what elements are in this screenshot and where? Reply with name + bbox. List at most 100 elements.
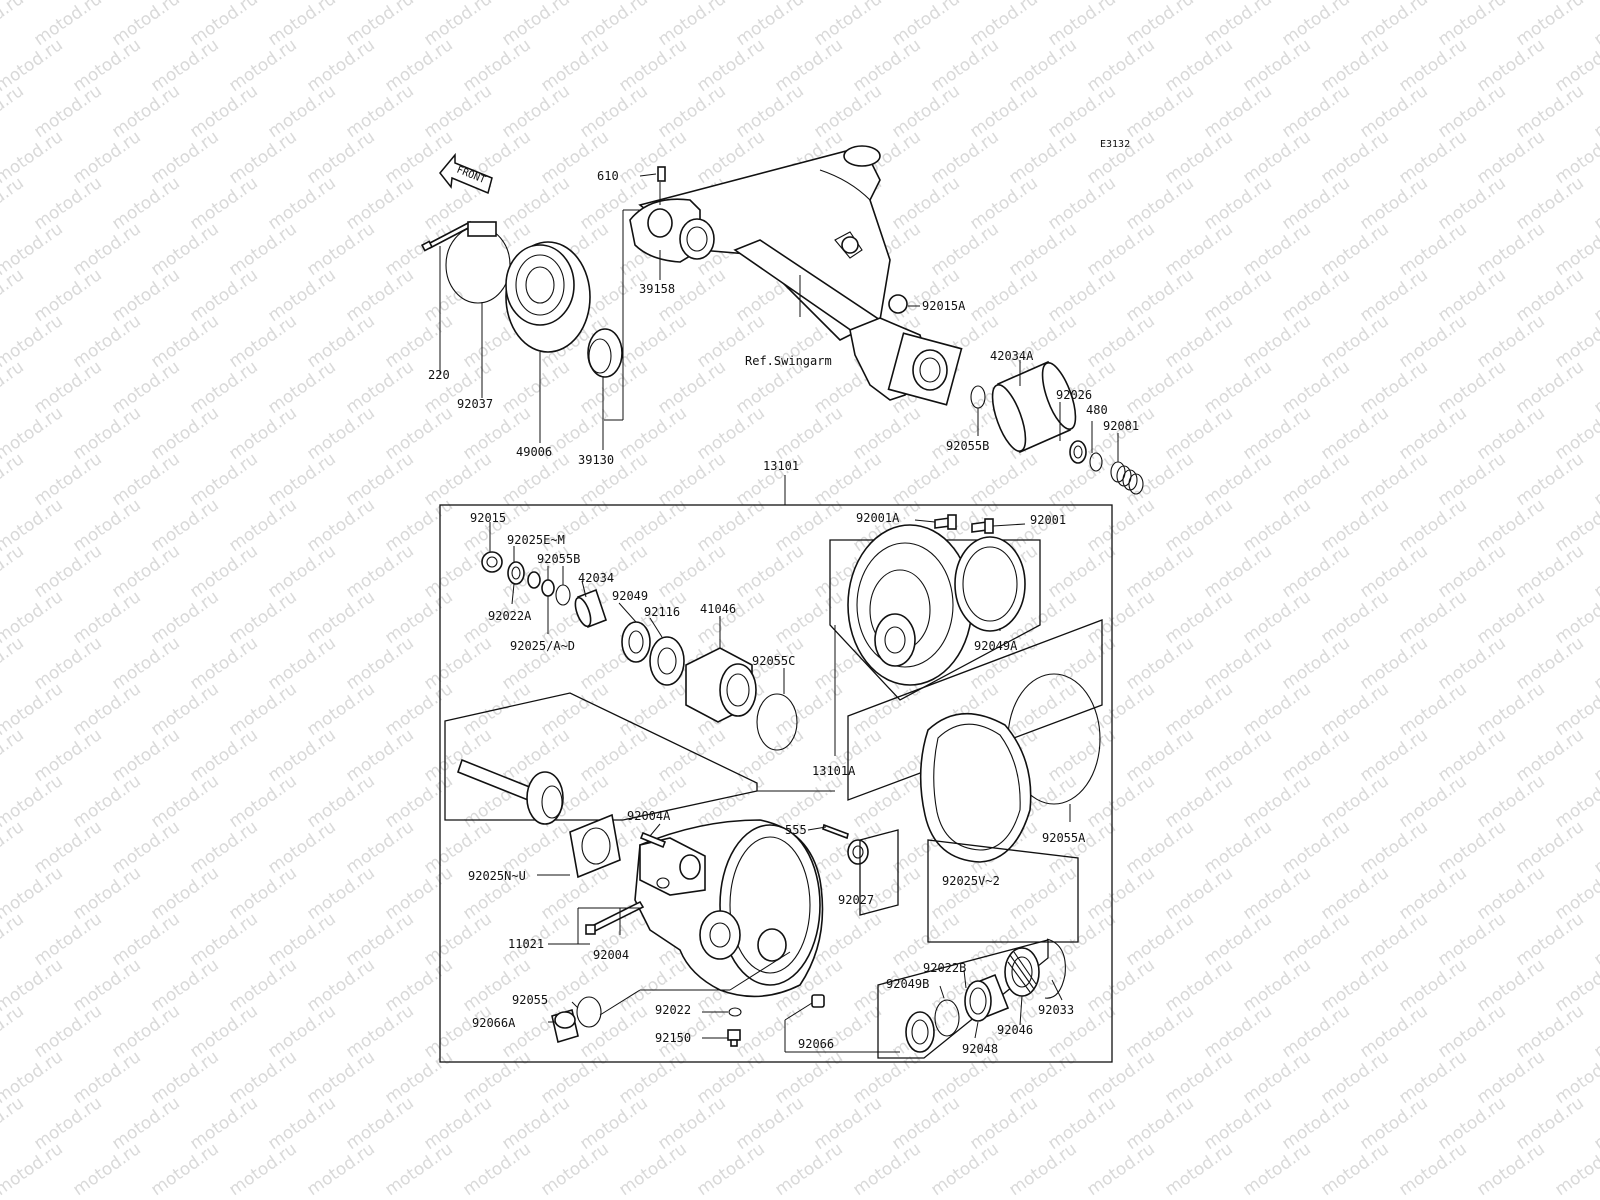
watermark-text: motod.ru [810, 1001, 885, 1062]
label-92066: 92066 [798, 1037, 834, 1051]
watermark-text: motod.ru [966, 1093, 1041, 1154]
watermark-text: motod.ru [0, 449, 28, 510]
watermark-text: motod.ru [1200, 357, 1275, 418]
watermark-text: motod.ru [537, 1139, 612, 1200]
watermark-text: motod.ru [966, 81, 1041, 142]
watermark-text: motod.ru [537, 35, 612, 96]
watermark-text: motod.ru [108, 357, 183, 418]
watermark-text: motod.ru [0, 725, 28, 786]
watermark-text: motod.ru [1005, 35, 1080, 96]
seal-92049-icon [621, 621, 651, 663]
watermark-text: motod.ru [966, 0, 1041, 50]
watermark-text: motod.ru [420, 449, 495, 510]
shim-92022B-icon [934, 999, 960, 1037]
watermark-text: motod.ru [30, 725, 105, 786]
watermark-text: motod.ru [1590, 817, 1600, 878]
watermark-text: motod.ru [693, 403, 768, 464]
watermark-text: motod.ru [381, 1139, 456, 1200]
watermark-text: motod.ru [1161, 679, 1236, 740]
watermark-text: motod.ru [1239, 495, 1314, 556]
watermark-text: motod.ru [1005, 219, 1080, 280]
watermark-text: motod.ru [1356, 357, 1431, 418]
watermark-text: motod.ru [1512, 265, 1587, 326]
watermark-text: motod.ru [1161, 771, 1236, 832]
shim-92025A-icon [541, 579, 555, 597]
label-92004A: 92004A [627, 809, 671, 823]
watermark-text: motod.ru [108, 0, 183, 50]
housing-41046-icon [685, 647, 757, 723]
watermark-text: motod.ru [1122, 909, 1197, 970]
watermark-text: motod.ru [381, 495, 456, 556]
watermark-text: motod.ru [303, 311, 378, 372]
watermark-text: motod.ru [849, 35, 924, 96]
watermark-text: motod.ru [303, 679, 378, 740]
watermark-text: motod.ru [264, 541, 339, 602]
swingarm-drawing [629, 145, 963, 406]
watermark-text: motod.ru [186, 265, 261, 326]
label-41046: 41046 [700, 602, 736, 616]
watermark-text: motod.ru [615, 679, 690, 740]
label-92004: 92004 [593, 948, 629, 962]
watermark-text: motod.ru [1590, 265, 1600, 326]
watermark-text: motod.ru [1590, 1093, 1600, 1154]
watermark-text: motod.ru [1473, 311, 1548, 372]
watermark-text: motod.ru [186, 173, 261, 234]
watermark-text: motod.ru [1512, 0, 1587, 50]
watermark-text: motod.ru [1395, 495, 1470, 556]
watermark-text: motod.ru [69, 495, 144, 556]
watermark-text: motod.ru [1005, 679, 1080, 740]
watermark-text: motod.ru [537, 955, 612, 1016]
watermark-text: motod.ru [186, 909, 261, 970]
watermark-text: motod.ru [147, 219, 222, 280]
watermark-text: motod.ru [225, 35, 300, 96]
watermark-text: motod.ru [1278, 265, 1353, 326]
ring-gear-icon [847, 524, 973, 686]
watermark-text: motod.ru [30, 541, 105, 602]
watermark-text: motod.ru [108, 817, 183, 878]
watermark-text: motod.ru [147, 1139, 222, 1200]
washer-92022A-icon [507, 561, 525, 585]
watermark-text: motod.ru [147, 35, 222, 96]
label-92150: 92150 [655, 1031, 691, 1045]
watermark-text: motod.ru [186, 81, 261, 142]
watermark-text: motod.ru [1239, 863, 1314, 924]
watermark-text: motod.ru [1083, 1139, 1158, 1200]
watermark-text: motod.ru [0, 357, 28, 418]
watermark-text: motod.ru [1356, 633, 1431, 694]
label-92055B-top: 92055B [946, 439, 989, 453]
watermark-text: motod.ru [303, 1139, 378, 1200]
label-92049B: 92049B [886, 977, 929, 991]
watermark-text: motod.ru [1590, 357, 1600, 418]
watermark-text: motod.ru [1200, 817, 1275, 878]
watermark-text: motod.ru [1200, 633, 1275, 694]
watermark-text: motod.ru [186, 0, 261, 50]
watermark-text: motod.ru [264, 357, 339, 418]
watermark-text: motod.ru [1317, 403, 1392, 464]
watermark-text: motod.ru [810, 81, 885, 142]
watermark-text: motod.ru [810, 0, 885, 50]
watermark-text: motod.ru [849, 679, 924, 740]
watermark-text: motod.ru [1590, 1001, 1600, 1062]
watermark-text: motod.ru [0, 909, 28, 970]
watermark-text: motod.ru [30, 265, 105, 326]
watermark-text: motod.ru [615, 311, 690, 372]
pinion-gear-icon [457, 758, 564, 825]
watermark-text: motod.ru [303, 219, 378, 280]
label-49006: 49006 [516, 445, 552, 459]
watermark-text: motod.ru [1512, 633, 1587, 694]
watermark-text: motod.ru [1356, 725, 1431, 786]
oring-92055B-icon [555, 584, 571, 606]
watermark-text: motod.ru [1590, 81, 1600, 142]
watermark-text: motod.ru [69, 771, 144, 832]
watermark-text: motod.ru [1512, 173, 1587, 234]
watermark-text: motod.ru [1356, 541, 1431, 602]
watermark-text: motod.ru [1434, 1093, 1509, 1154]
ring-gear-frame [829, 539, 1041, 701]
watermark-text: motod.ru [1434, 633, 1509, 694]
watermark-text: motod.ru [30, 81, 105, 142]
watermark-text: motod.ru [30, 357, 105, 418]
watermark-text: motod.ru [1200, 541, 1275, 602]
watermark-text: motod.ru [1317, 35, 1392, 96]
watermark-text: motod.ru [927, 863, 1002, 924]
watermark-text: motod.ru [1278, 81, 1353, 142]
